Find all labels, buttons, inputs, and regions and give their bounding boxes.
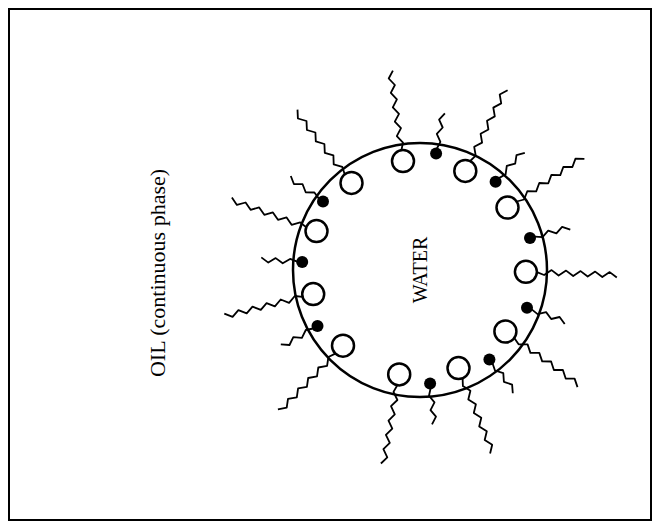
water-droplet: WATER (292, 142, 548, 398)
continuous-phase-box: OIL (continuous phase) WATER (8, 8, 652, 521)
cosurfactant-tail (429, 388, 436, 424)
cosurfactant-head (312, 320, 324, 332)
droplet-circle (293, 143, 547, 397)
surfactant-tail (298, 110, 345, 175)
surfactant-tail (278, 354, 335, 410)
surfactant-tail (232, 198, 306, 228)
surfactant-tail (517, 159, 585, 202)
rotated-label: WATER (409, 237, 432, 304)
cosurfactant-head (430, 147, 442, 159)
surfactant-head (302, 283, 324, 305)
cosurfactant-tail (261, 257, 297, 263)
phase-label: OIL (continuous phase) (145, 169, 171, 377)
surfactant-tail (463, 378, 493, 453)
surfactant-head (341, 172, 363, 194)
surfactant-head (515, 261, 537, 283)
cosurfactant-tail (291, 176, 319, 199)
surfactant-tail (537, 270, 617, 277)
cosurfactant-head (296, 256, 308, 268)
surfactant-head (388, 363, 410, 385)
rotated-label: OIL (continuous phase) (145, 169, 171, 377)
cosurfactant-head (424, 377, 436, 389)
surfactant-head (448, 357, 470, 379)
surfactant-tail (224, 296, 302, 317)
surfactant-tail (389, 71, 403, 151)
surfactant-tail (381, 385, 398, 463)
cosurfactant-head (524, 232, 536, 244)
surfactant-head (494, 321, 516, 343)
cosurfactant-head (521, 302, 533, 314)
phase-label: WATER (409, 237, 432, 304)
cosurfactant-head (483, 353, 495, 365)
surfactant-head (306, 220, 328, 242)
cosurfactant-head (490, 176, 502, 188)
surfactant-head (392, 150, 414, 172)
surfactant-head (332, 335, 354, 357)
surfactant-tail (470, 90, 507, 161)
surfactant-head (497, 197, 519, 219)
cosurfactant-head (317, 196, 329, 208)
surfactant-head (454, 160, 476, 182)
